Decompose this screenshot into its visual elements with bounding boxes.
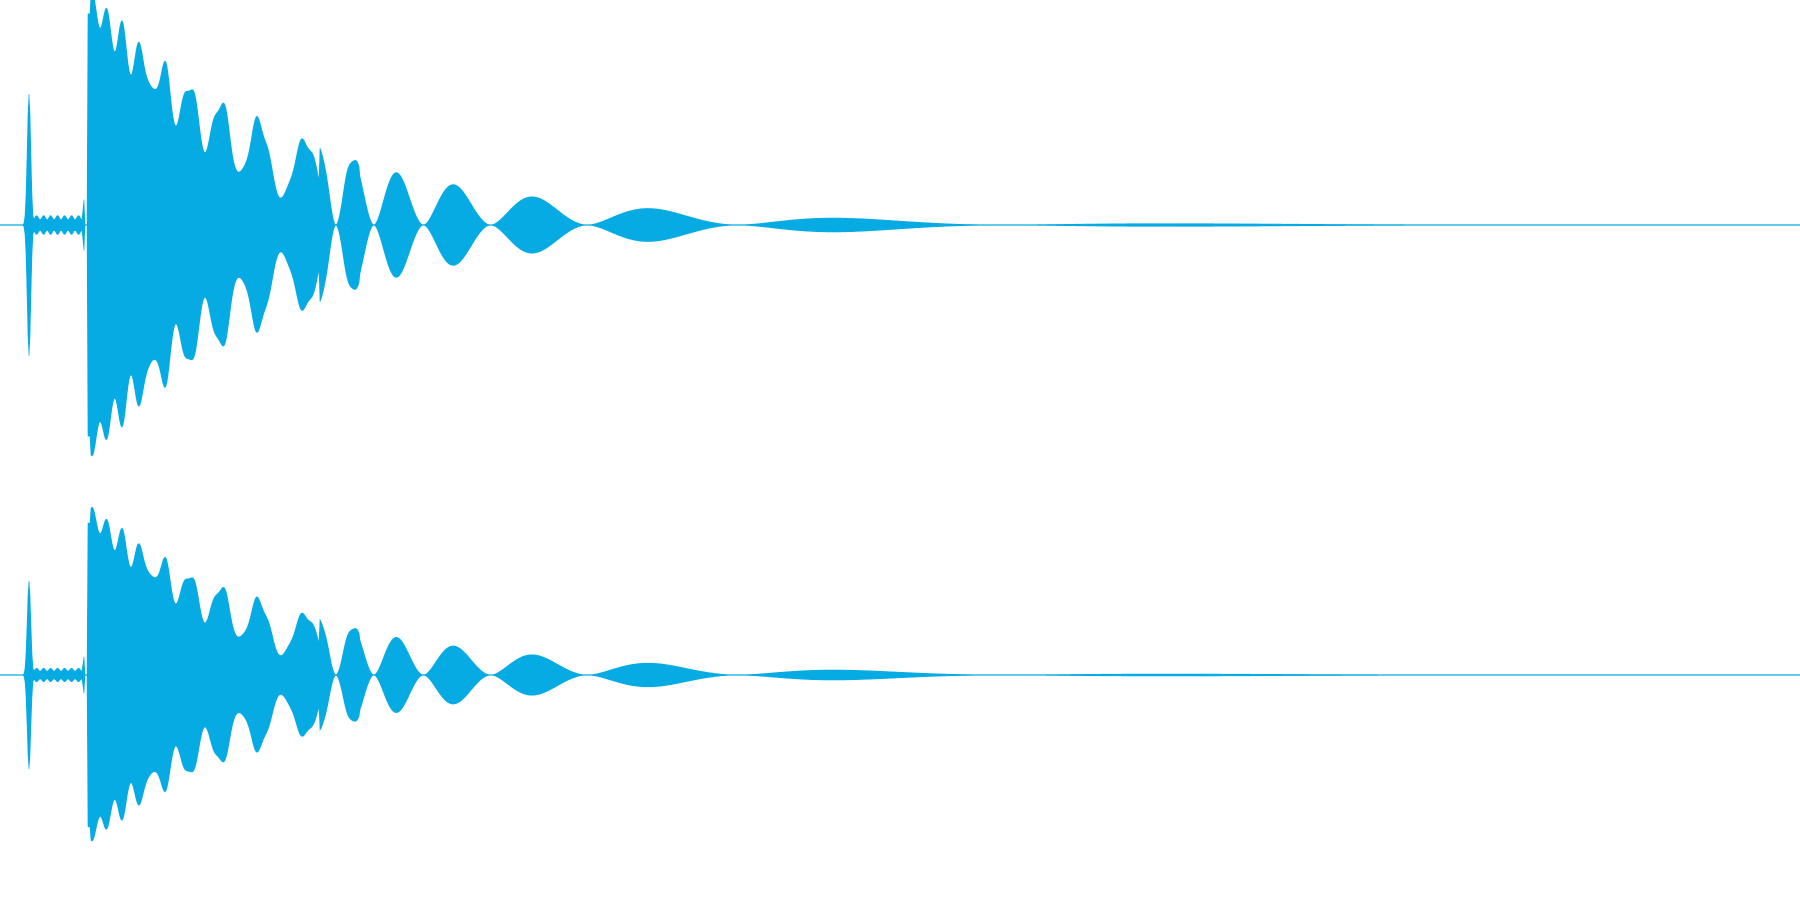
channel-1-waveform: [0, 0, 1800, 457]
channel-2-waveform: [0, 506, 1800, 842]
channel-1-envelope: [0, 0, 1800, 457]
channel-2-envelope: [0, 506, 1800, 842]
